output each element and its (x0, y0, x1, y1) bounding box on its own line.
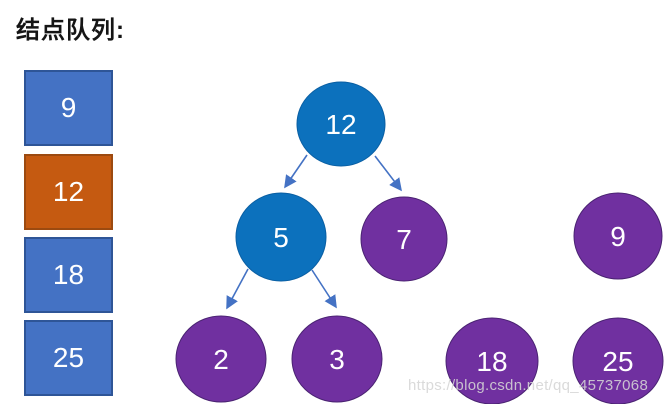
tree-node-9: 9 (573, 192, 663, 280)
tree-node-2: 2 (175, 315, 267, 403)
tree-node-value: 2 (213, 344, 229, 375)
queue-item-value: 18 (52, 259, 85, 290)
tree-node-value: 25 (602, 346, 633, 377)
tree-node-value: 3 (329, 344, 345, 375)
edge-5-to-3 (311, 269, 337, 309)
tree-node-circle (445, 317, 539, 404)
tree-node-value: 12 (325, 109, 356, 140)
tree-node-value: 18 (476, 346, 507, 377)
tree-node-circle (572, 317, 664, 404)
tree-node-5: 5 (235, 192, 327, 282)
tree-node-circle (235, 192, 327, 282)
tree-node-25: 25 (572, 317, 664, 404)
tree-node-circle (573, 192, 663, 280)
queue-item-25: 25 (24, 320, 113, 396)
queue-item-value: 12 (52, 176, 85, 207)
page-title: 结点队列: (16, 17, 125, 44)
tree-edges (226, 154, 402, 310)
tree-node-circle (291, 315, 383, 403)
edge-12-to-5 (284, 154, 308, 189)
tree-node-3: 3 (291, 315, 383, 403)
tree-node-7: 7 (360, 196, 448, 282)
queue-item-18: 18 (24, 237, 113, 313)
edge-5-to-2 (226, 268, 249, 310)
queue-item-value: 9 (60, 92, 77, 123)
tree-node-value: 7 (396, 224, 412, 255)
tree-node-circle (360, 196, 448, 282)
tree-node-12: 12 (296, 81, 386, 167)
queue-item-12: 12 (24, 154, 113, 230)
tree-node-circle (296, 81, 386, 167)
tree-node-value: 9 (610, 221, 626, 252)
watermark-url: https://blog.csdn.net/qq_45737068 (408, 377, 649, 394)
queue-item-value: 25 (52, 342, 85, 373)
tree-node-circle (175, 315, 267, 403)
tree-node-18: 18 (445, 317, 539, 404)
tree-node-value: 5 (273, 222, 289, 253)
edge-12-to-7 (374, 155, 402, 192)
queue-item-9: 9 (24, 70, 113, 146)
